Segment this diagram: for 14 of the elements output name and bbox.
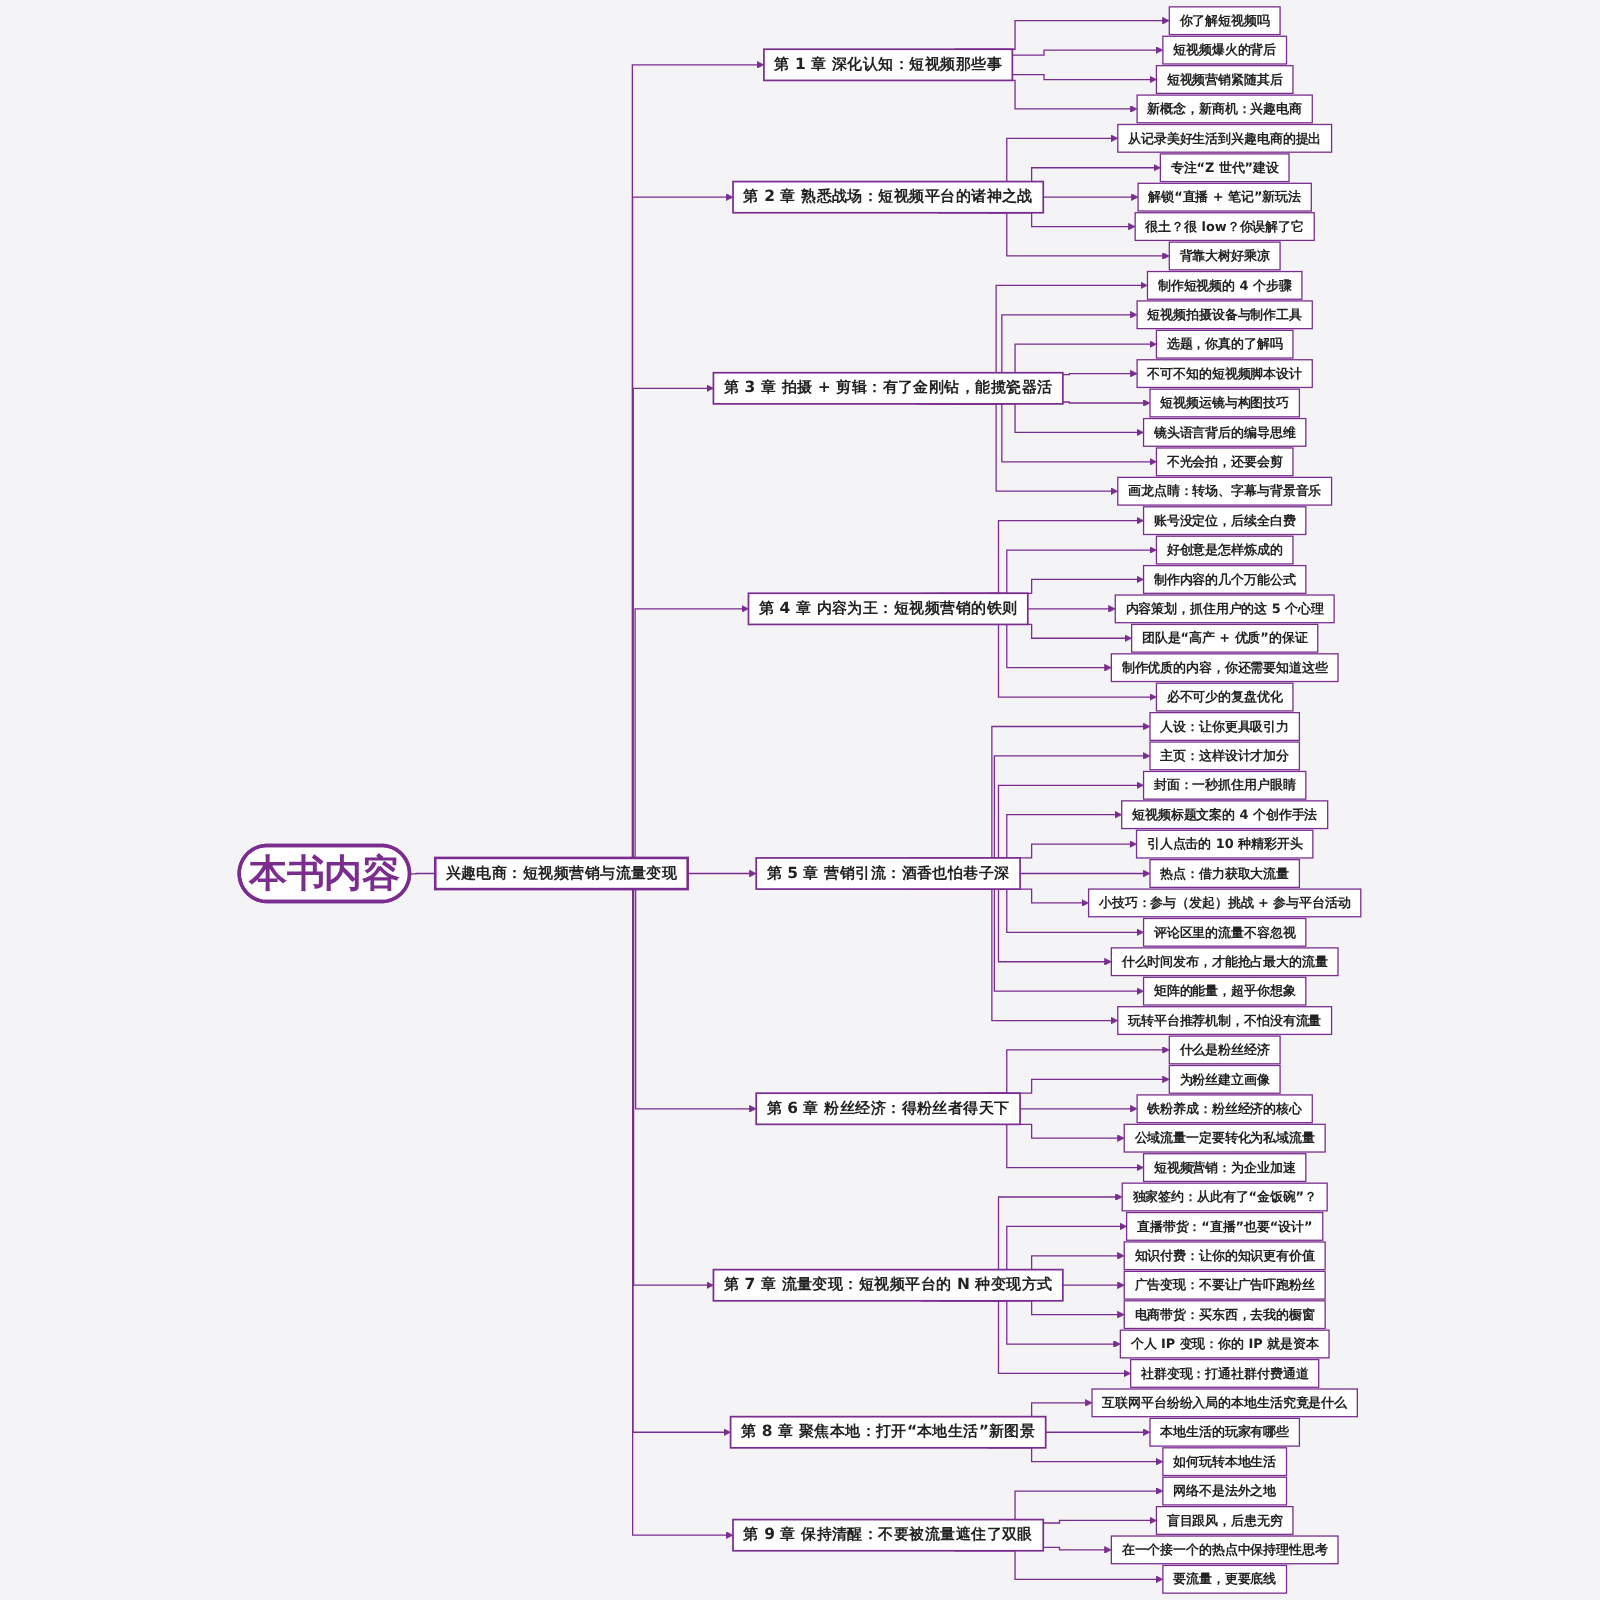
arrow	[1042, 193, 1139, 201]
arrow	[1042, 1546, 1112, 1554]
arrow	[1045, 1428, 1151, 1437]
arrow	[1027, 605, 1116, 613]
arrow	[1062, 399, 1151, 407]
arrow	[1011, 73, 1157, 84]
arrow	[1019, 869, 1151, 878]
connector	[409, 872, 436, 875]
arrow	[1062, 369, 1138, 378]
arrow	[1062, 1281, 1125, 1289]
arrow	[1042, 1516, 1157, 1525]
arrow	[687, 869, 757, 878]
arrow	[1011, 46, 1164, 56]
arrow	[1019, 1105, 1138, 1113]
